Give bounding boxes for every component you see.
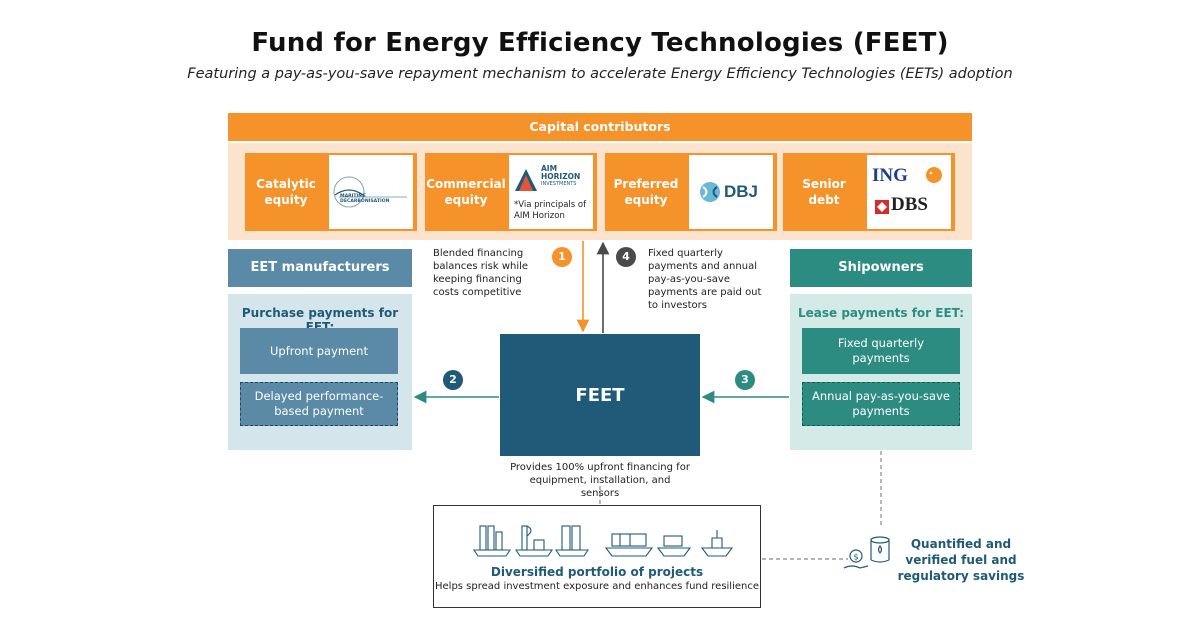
aim-horizon-logo: AIM HORIZON INVESTMENTS *Via principals … <box>509 155 593 229</box>
lease-payments-title: Lease payments for EET: <box>797 306 964 320</box>
annual-payg-box: Annual pay-as-you-save payments <box>802 382 960 426</box>
dbs-logo-text: DBS <box>891 194 928 215</box>
step-1-note: Blended financing balances risk while ke… <box>433 248 529 298</box>
ing-lion-icon <box>926 167 942 183</box>
contributor-label: Catalytic equity <box>256 176 316 207</box>
ship-icons <box>472 525 734 557</box>
shipowners-header: Shipowners <box>790 249 972 287</box>
aim-logo-line3: INVESTMENTS <box>541 181 577 187</box>
contributor-commercial-equity: Commercial equity AIM HORIZON INVESTMENT… <box>425 153 597 231</box>
aim-logo-line1: AIM <box>541 164 558 173</box>
page-subtitle: Featuring a pay-as-you-save repayment me… <box>187 66 1013 82</box>
step-badge-3: 3 <box>735 370 755 390</box>
dbj-logo-text: DBJ <box>724 182 759 201</box>
dbs-star-icon <box>875 200 889 214</box>
eet-manufacturers-panel: Purchase payments for EET: Upfront payme… <box>228 294 412 450</box>
savings-text: Quantified and verified fuel and regulat… <box>897 537 1025 584</box>
contributor-label: Preferred equity <box>613 176 679 207</box>
fixed-quarterly-box: Fixed quarterly payments <box>802 328 960 374</box>
ing-logo-text: ING <box>872 165 908 186</box>
shipowners-panel: Lease payments for EET: Fixed quarterly … <box>790 294 972 450</box>
dbj-globe-icon <box>700 182 720 202</box>
svg-text:$: $ <box>853 553 858 562</box>
upfront-payment-box: Upfront payment <box>240 328 398 374</box>
portfolio-subtitle: Helps spread investment exposure and enh… <box>435 581 759 592</box>
step-badge-2: 2 <box>443 370 463 390</box>
step-badge-1: 1 <box>552 247 572 267</box>
eet-manufacturers-header: EET manufacturers <box>228 249 412 287</box>
dbj-logo: DBJ <box>689 155 773 229</box>
feet-box: FEET <box>500 334 700 456</box>
capital-contributors-header: Capital contributors <box>228 113 972 141</box>
delayed-payment-box: Delayed performance-based payment <box>240 382 398 426</box>
contributor-preferred-equity: Preferred equity DBJ <box>605 153 777 231</box>
savings-icons: $ <box>843 536 890 569</box>
portfolio-title: Diversified portfolio of projects <box>490 565 704 579</box>
portfolio-box: Diversified portfolio of projects Helps … <box>433 505 761 608</box>
maritime-logo-text: MARITIME DECARBONISATION <box>340 194 390 204</box>
maritime-decarbonisation-logo: MARITIME DECARBONISATION <box>329 155 413 229</box>
step-4-note: Fixed quarterly payments and annual pay-… <box>648 248 762 311</box>
aim-logo-line2: HORIZON <box>541 172 581 181</box>
contributor-label: Senior debt <box>802 176 846 207</box>
fuel-barrel-icon <box>870 536 890 563</box>
aim-triangle-icon <box>515 169 537 191</box>
contributor-senior-debt: Senior debt ING DBS <box>783 153 955 231</box>
ing-dbs-logo: ING DBS <box>867 155 951 229</box>
feet-note: Provides 100% upfront financing for equi… <box>510 462 690 499</box>
contributor-catalytic-equity: Catalytic equity MARITIME DECARBONISATIO… <box>245 153 417 231</box>
page-title: Fund for Energy Efficiency Technologies … <box>251 28 949 58</box>
aim-note: *Via principals of AIM Horizon <box>514 200 587 221</box>
step-badge-4: 4 <box>616 247 636 267</box>
contributor-label: Commercial equity <box>426 176 506 207</box>
coin-hand-icon: $ <box>843 549 869 569</box>
